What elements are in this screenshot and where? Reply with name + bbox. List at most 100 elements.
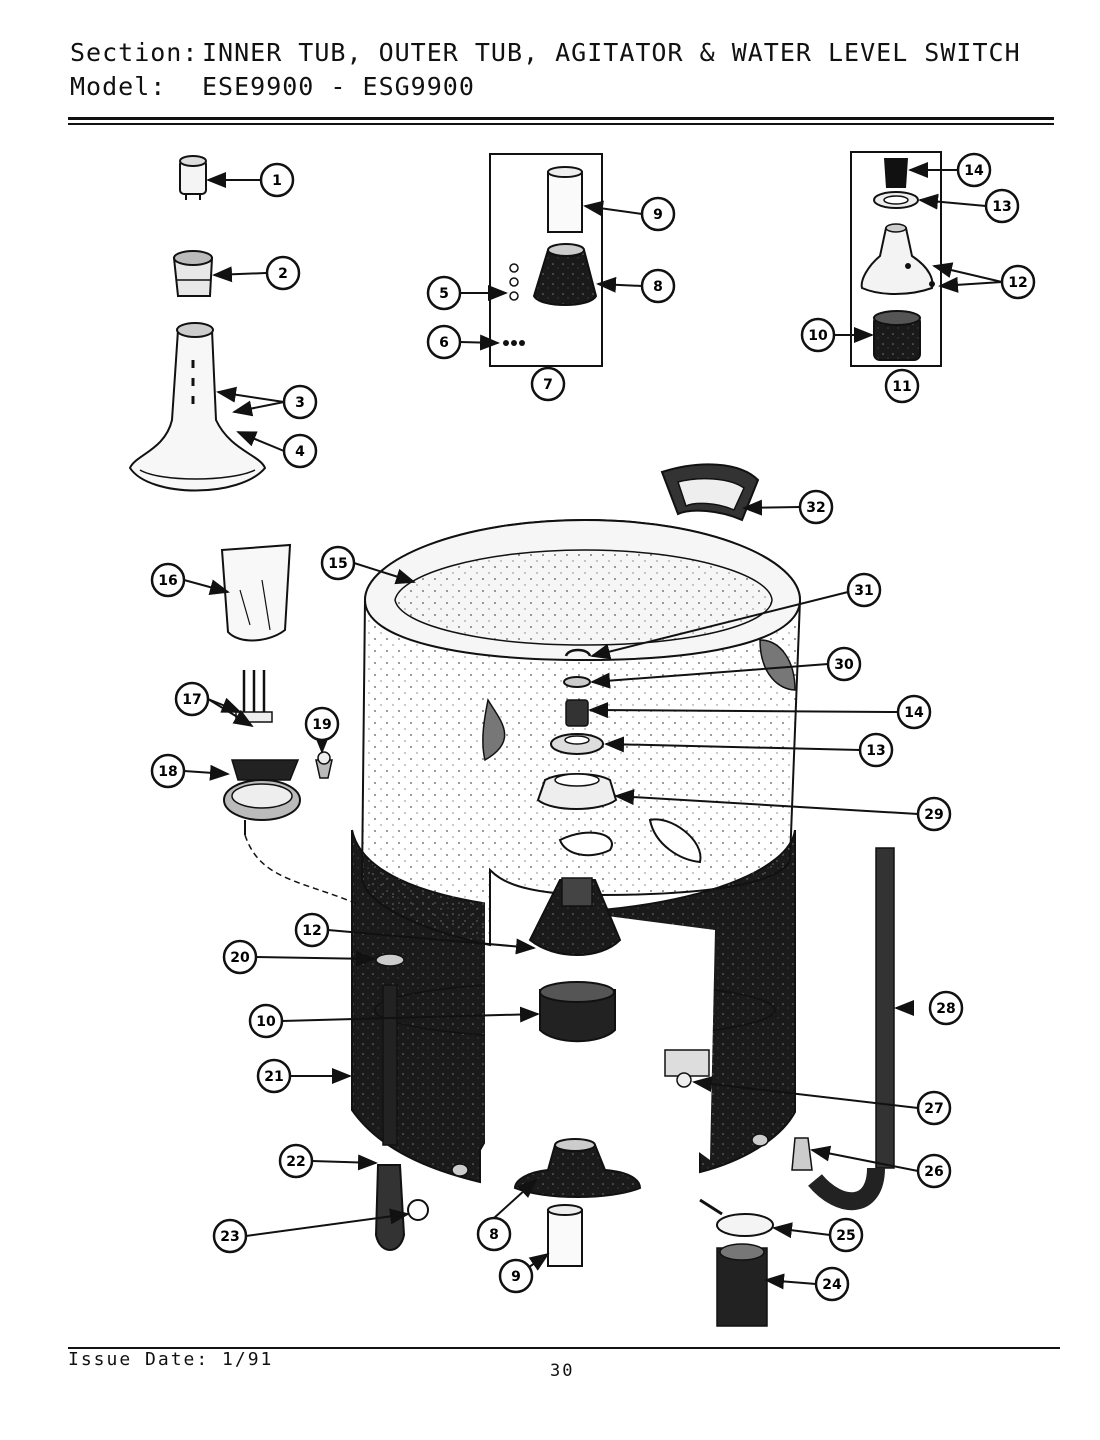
center-hub-parts (528, 648, 622, 1043)
section-label: Section: (70, 38, 199, 67)
kit-7-box (489, 153, 603, 367)
callout-12-top: 12 (1000, 264, 1036, 300)
svg-text:13: 13 (866, 743, 885, 759)
footer-rule (68, 1347, 1060, 1349)
header-rule-top (68, 117, 1054, 120)
callout-16: 16 (150, 562, 186, 598)
hose-clamp-small-part (791, 1137, 813, 1171)
bottom-hose-part (716, 1243, 768, 1327)
callout-12-center: 12 (294, 912, 330, 948)
model-label: Model: (70, 72, 167, 101)
svg-text:17: 17 (182, 692, 201, 708)
kit-11-nut-part (873, 310, 921, 361)
callout-19: 19 (304, 706, 340, 742)
svg-text:10: 10 (808, 328, 828, 344)
hose-clamp-part (699, 1198, 774, 1237)
callout-1: 1 (259, 162, 295, 198)
callout-13-top: 13 (984, 188, 1020, 224)
svg-text:24: 24 (822, 1277, 842, 1293)
kit-7-drive-bell-part (532, 243, 598, 306)
bag-part (220, 543, 292, 642)
svg-text:10: 10 (256, 1014, 276, 1030)
callout-24: 24 (814, 1266, 850, 1302)
callout-9-top: 9 (640, 196, 676, 232)
svg-text:21: 21 (264, 1069, 283, 1085)
svg-text:9: 9 (511, 1269, 521, 1285)
section-title: INNER TUB, OUTER TUB, AGITATOR & WATER L… (202, 38, 1021, 67)
wire-harness-part (235, 670, 273, 723)
svg-text:9: 9 (653, 207, 663, 223)
callout-4: 4 (282, 433, 318, 469)
agitator-insert-part (172, 250, 214, 297)
svg-text:15: 15 (328, 556, 347, 572)
issue-date: Issue Date: 1/91 (68, 1349, 274, 1370)
section-line: Section:INNER TUB, OUTER TUB, AGITATOR &… (70, 36, 1021, 70)
svg-text:3: 3 (295, 395, 305, 411)
svg-text:8: 8 (489, 1227, 499, 1243)
callout-7: 7 (530, 366, 566, 402)
svg-text:30: 30 (834, 657, 854, 673)
svg-text:31: 31 (854, 583, 873, 599)
svg-text:2: 2 (278, 266, 288, 282)
svg-text:8: 8 (653, 279, 663, 295)
svg-text:25: 25 (836, 1228, 855, 1244)
svg-text:20: 20 (230, 950, 250, 966)
model-numbers: ESE9900 - ESG9900 (202, 72, 475, 101)
svg-text:12: 12 (302, 923, 321, 939)
svg-text:19: 19 (312, 717, 331, 733)
left-hose-part (374, 984, 429, 1251)
callout-21: 21 (256, 1058, 292, 1094)
kit-11-hub-part (860, 223, 935, 295)
callout-32: 32 (798, 489, 834, 525)
svg-text:1: 1 (272, 173, 282, 189)
svg-text:22: 22 (286, 1154, 305, 1170)
svg-text:29: 29 (924, 807, 943, 823)
callout-5: 5 (426, 275, 462, 311)
callout-14-top: 14 (956, 152, 992, 188)
kit-11-cap-part (884, 158, 908, 188)
callout-3: 3 (282, 384, 318, 420)
page-number: 30 (550, 1361, 575, 1381)
svg-text:28: 28 (936, 1001, 955, 1017)
kit-7-tube-part (547, 166, 583, 233)
lower-drive-bell-part (513, 1138, 642, 1198)
agitator-cap-part (179, 155, 207, 200)
kit-11-box (850, 151, 942, 367)
grommet-part (375, 953, 405, 967)
screw-part (315, 751, 333, 779)
svg-text:11: 11 (892, 379, 911, 395)
callout-14-center: 14 (896, 694, 932, 730)
callout-26: 26 (916, 1153, 952, 1189)
lower-tube-part (547, 1204, 583, 1267)
drain-hose-part (808, 847, 895, 1211)
callout-17: 17 (174, 681, 210, 717)
callout-6: 6 (426, 324, 462, 360)
callout-11: 11 (884, 368, 920, 404)
inner-tub-part (360, 518, 802, 947)
kit-11-ring-part (873, 191, 919, 209)
svg-text:27: 27 (924, 1101, 943, 1117)
callout-2: 2 (265, 255, 301, 291)
callout-20: 20 (222, 939, 258, 975)
svg-text:26: 26 (924, 1164, 943, 1180)
callout-29: 29 (916, 796, 952, 832)
svg-text:14: 14 (904, 705, 924, 721)
callout-10-center: 10 (248, 1003, 284, 1039)
callout-27: 27 (916, 1090, 952, 1126)
svg-text:12: 12 (1008, 275, 1027, 291)
callout-22: 22 (278, 1143, 314, 1179)
svg-text:7: 7 (543, 377, 553, 393)
callout-13-center: 13 (858, 732, 894, 768)
callout-9-bottom: 9 (498, 1258, 534, 1294)
callout-15: 15 (320, 545, 356, 581)
svg-text:14: 14 (964, 163, 984, 179)
svg-text:6: 6 (439, 335, 449, 351)
callout-8-top: 8 (640, 268, 676, 304)
callout-10-top: 10 (800, 317, 836, 353)
agitator-part (128, 322, 267, 492)
svg-text:32: 32 (806, 500, 825, 516)
svg-text:13: 13 (992, 199, 1011, 215)
callout-8-bottom: 8 (476, 1216, 512, 1252)
svg-text:23: 23 (220, 1229, 239, 1245)
